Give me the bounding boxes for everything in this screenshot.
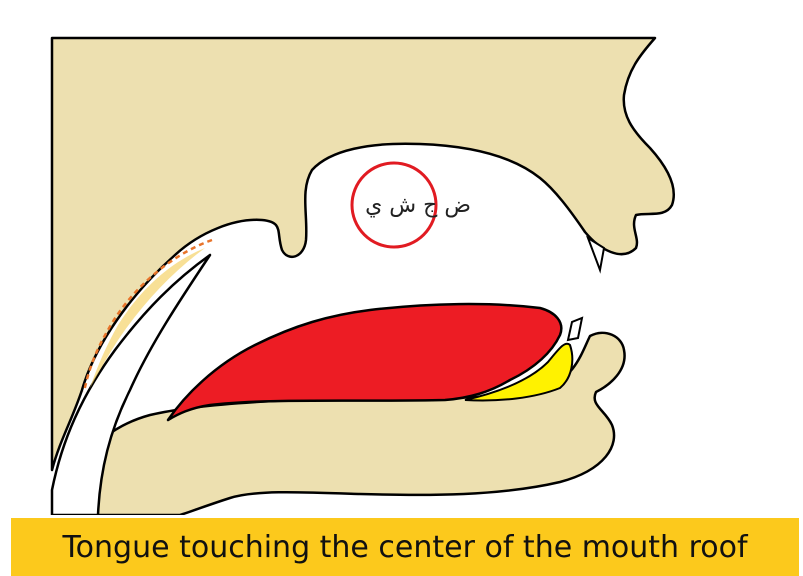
tongue (166, 302, 563, 422)
under-tongue (464, 342, 574, 402)
throat-passage (50, 253, 212, 515)
lower-tooth (566, 316, 584, 342)
upper-tooth (586, 235, 606, 274)
arabic-letters-label: ض ج ش ي (365, 193, 471, 218)
head-tissue (50, 36, 675, 472)
caption-bar: Tongue touching the center of the mouth … (11, 518, 799, 576)
palate-contact-circle (350, 161, 438, 249)
mouth-cross-section-diagram: ض ج ش ي (50, 36, 675, 515)
soft-palate-dashed-guide (82, 238, 213, 393)
caption-text: Tongue touching the center of the mouth … (62, 529, 748, 565)
